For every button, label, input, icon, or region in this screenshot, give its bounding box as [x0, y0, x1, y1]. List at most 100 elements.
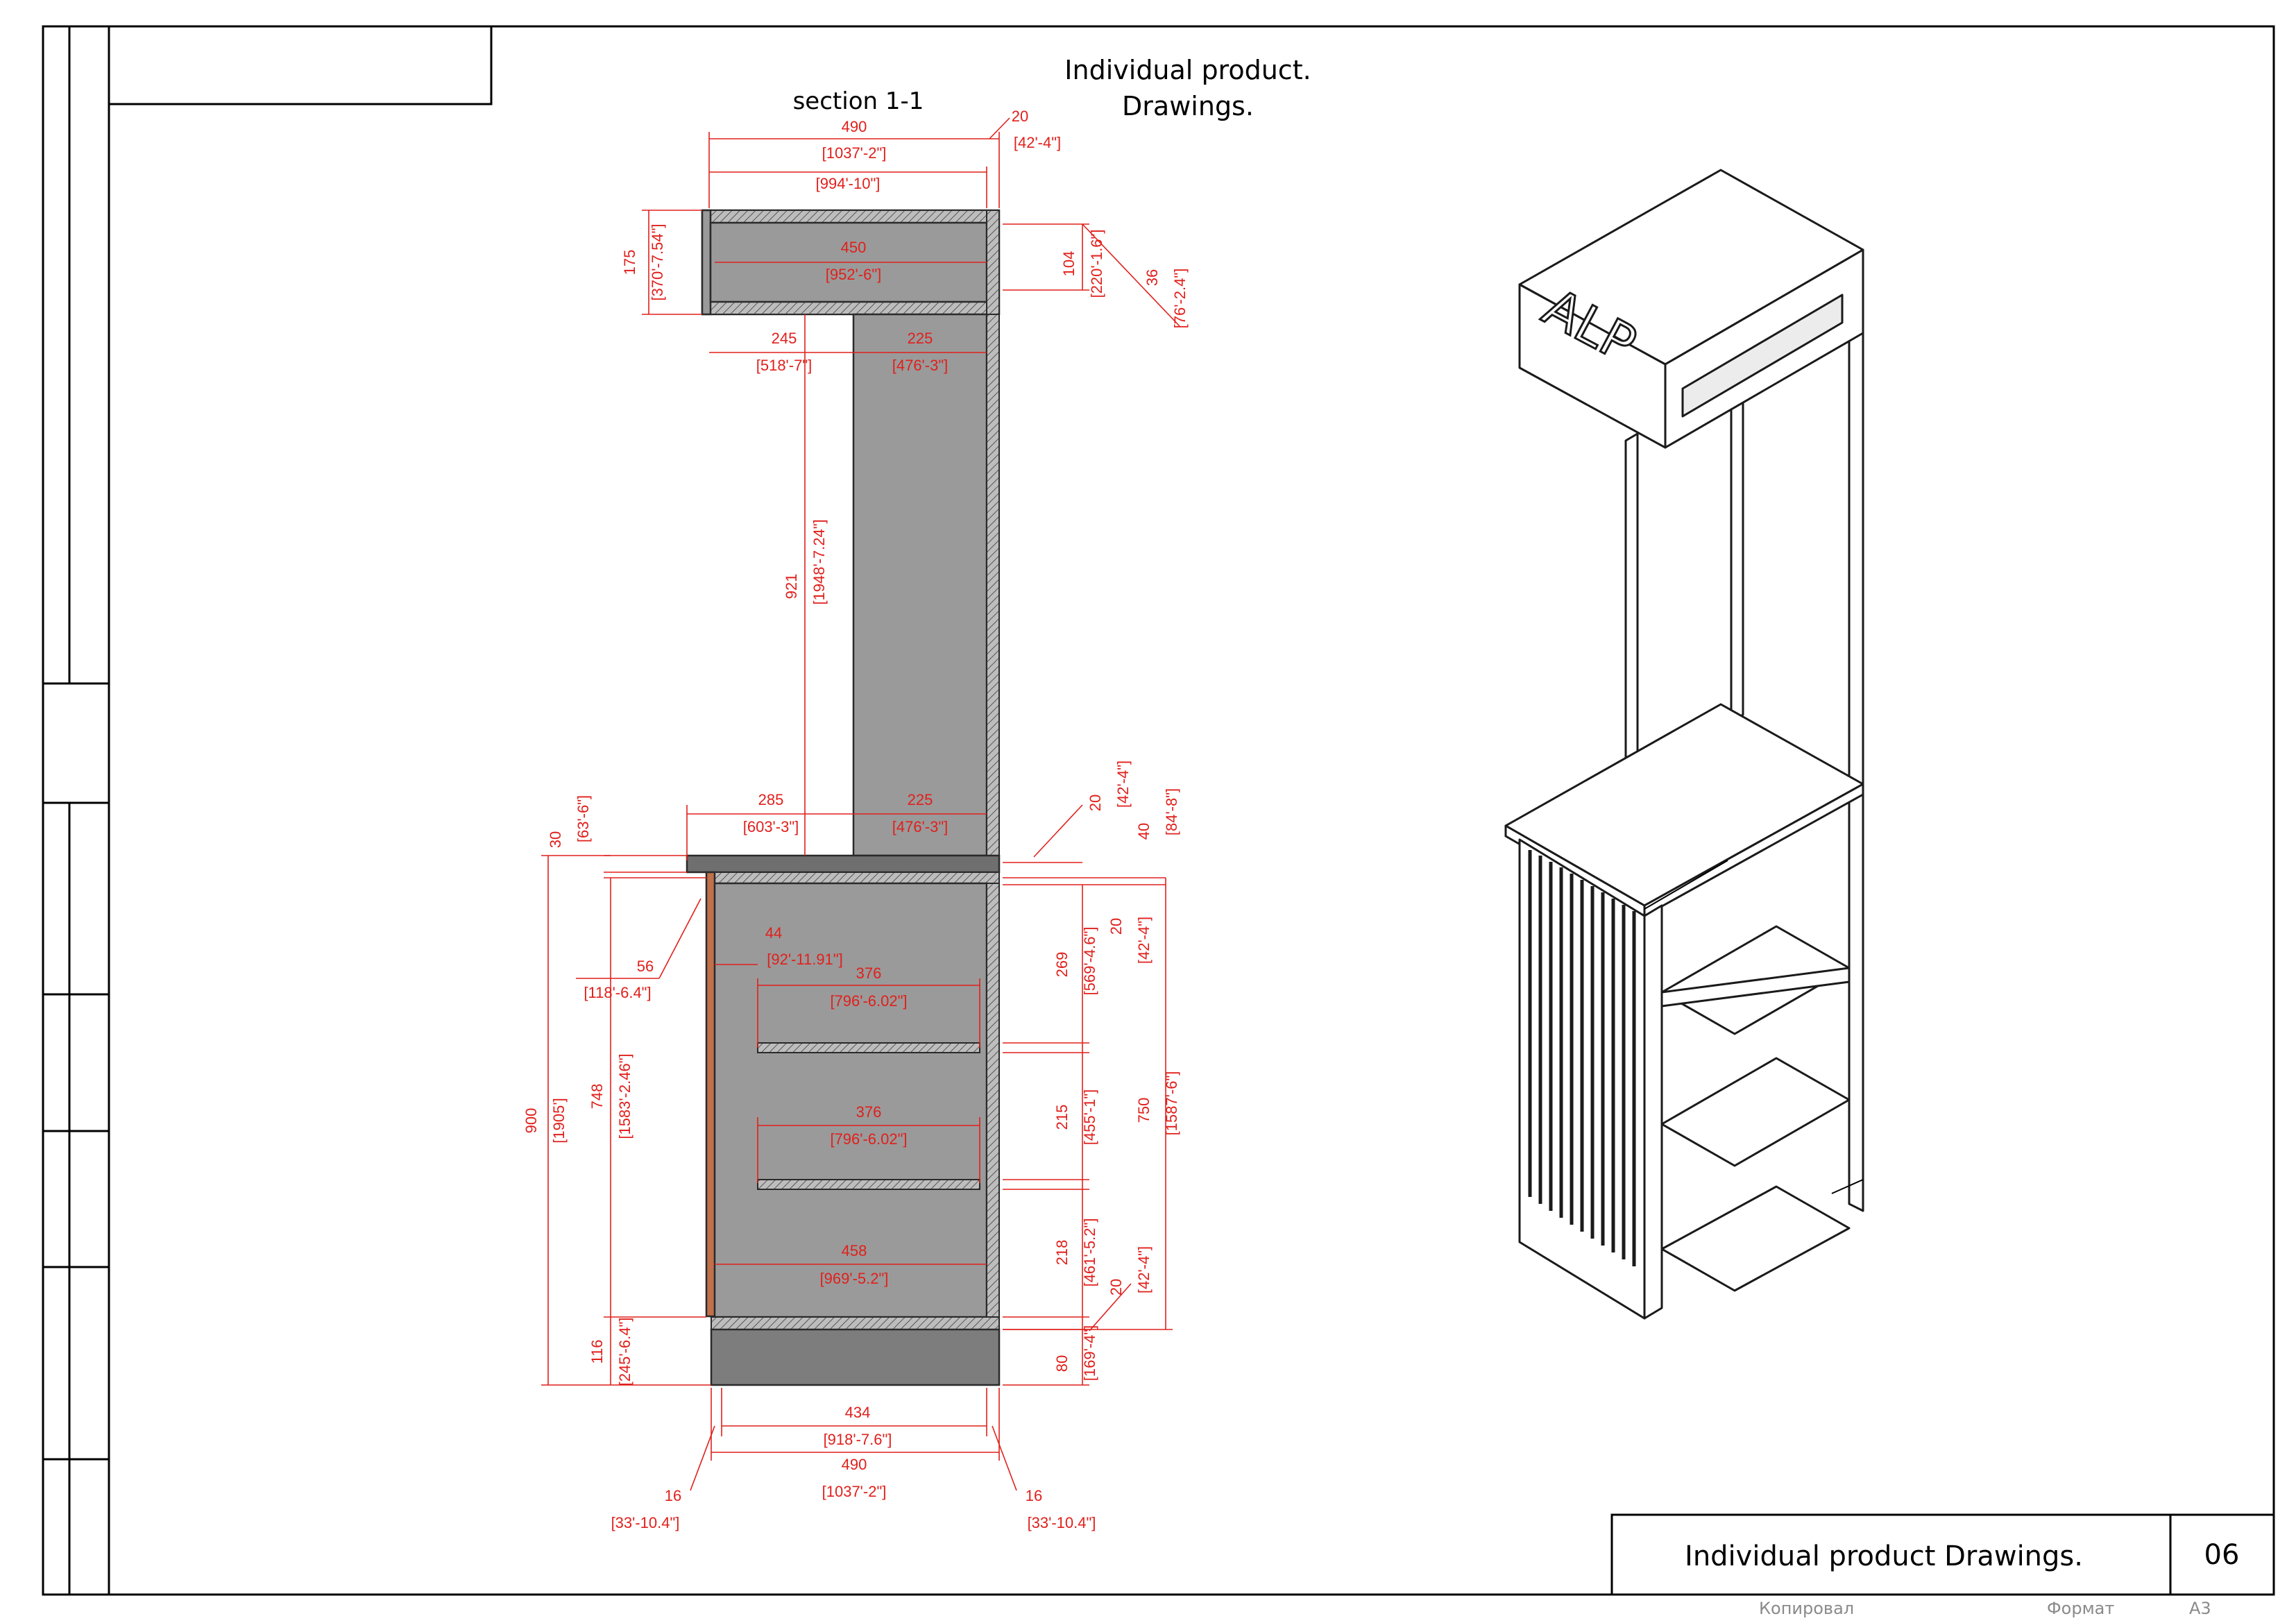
dim-42c: [42'-4"]	[1135, 1246, 1153, 1293]
dim-1948: [1948'-7.24"]	[810, 519, 828, 604]
dim-218: 218	[1053, 1240, 1071, 1266]
dim-750: 750	[1135, 1098, 1153, 1123]
dim-63: [63'-6"]	[575, 795, 592, 842]
dim-376b: 376	[856, 1103, 882, 1121]
dim-44: 44	[765, 924, 782, 942]
dim-1587: [1587'-6"]	[1163, 1071, 1180, 1136]
dim-225b: 225	[908, 791, 933, 808]
iso-slats	[1528, 850, 1636, 1266]
dim-921: 921	[783, 574, 800, 600]
sheet-number: 06	[2204, 1539, 2240, 1571]
footer-format-label: Формат	[2047, 1599, 2114, 1618]
dim-16a: 16	[665, 1487, 681, 1504]
dim-450: 450	[841, 239, 867, 256]
dim-92: [92'-11.91"]	[767, 951, 842, 968]
dim-476b: [476'-3"]	[892, 818, 949, 835]
dim-215: 215	[1053, 1105, 1071, 1130]
dim-118: [118'-6.4"]	[584, 984, 651, 1001]
dim-bottom-490: 490	[842, 1456, 867, 1473]
dim-569: [569'-4.6"]	[1081, 927, 1098, 996]
dim-376a: 376	[856, 965, 882, 982]
counter-top	[686, 854, 1001, 874]
dim-285: 285	[758, 791, 784, 808]
dim-20a: 20	[1087, 794, 1104, 811]
dim-225a: 225	[908, 330, 933, 347]
iso-shelf-3	[1660, 1185, 1851, 1292]
dim-603: [603'-3"]	[743, 818, 799, 835]
dim-1905: [1905']	[550, 1098, 568, 1143]
dim-42b: [42'-4"]	[1135, 917, 1153, 964]
dim-33b: [33'-10.4"]	[1028, 1514, 1096, 1531]
iso-post-back	[1848, 248, 1864, 1212]
counter-underboard	[707, 872, 1000, 884]
footer-format-value: А3	[2189, 1599, 2211, 1618]
dim-969: [969'-5.2"]	[820, 1270, 889, 1287]
dim-20b: 20	[1107, 918, 1125, 935]
section-drawing	[686, 209, 1001, 1386]
dim-42a: [42'-4"]	[1114, 760, 1132, 808]
lower-cabinet	[710, 882, 988, 1318]
dim-245: 245	[772, 330, 797, 347]
dim-top-490: 490	[842, 118, 867, 135]
dim-269: 269	[1053, 952, 1071, 978]
footer-copied-label: Копировал	[1759, 1599, 1854, 1618]
drawing-title-line1: Individual product.	[1064, 55, 1311, 85]
dim-116: 116	[588, 1339, 606, 1363]
drawing-title-line2: Drawings.	[1122, 91, 1254, 121]
column-back	[986, 314, 1000, 856]
dim-220: [220'-1.6"]	[1088, 230, 1105, 298]
dim-518: [518'-7"]	[756, 357, 813, 374]
section-label: section 1-1	[793, 87, 924, 115]
dim-16b: 16	[1026, 1487, 1042, 1504]
dim-104: 104	[1060, 251, 1078, 277]
iso-post-mid	[1730, 394, 1744, 723]
top-box-bottom-board	[708, 301, 987, 315]
isometric-view: ALP	[1504, 169, 1864, 1320]
dim-20c: 20	[1107, 1279, 1125, 1295]
dim-461: [461'-5.2"]	[1081, 1218, 1098, 1287]
dim-169: [169'-4"]	[1081, 1325, 1098, 1382]
bottom-board	[711, 1316, 1000, 1330]
top-box-front	[701, 209, 712, 316]
dim-796b: [796'-6.02"]	[830, 1130, 907, 1148]
dim-455: [455'-1"]	[1081, 1089, 1098, 1146]
front-slats	[705, 871, 716, 1318]
dim-748: 748	[588, 1084, 606, 1110]
dim-175: 175	[621, 250, 638, 275]
dim-900: 900	[522, 1108, 540, 1134]
dim-36: 36	[1143, 269, 1161, 286]
dim-40: 40	[1135, 823, 1153, 840]
shelf-1	[757, 1042, 980, 1053]
dim-33a: [33'-10.4"]	[611, 1514, 680, 1531]
top-box-top-board	[708, 210, 1000, 223]
shelf-2	[757, 1179, 980, 1190]
sheet-frame	[42, 25, 2275, 1596]
dim-370: [370'-7.54"]	[649, 223, 666, 300]
dim-80: 80	[1053, 1355, 1071, 1372]
title-block-name: Individual product Drawings.	[1685, 1540, 2083, 1572]
column-panel	[852, 313, 988, 857]
dim-30: 30	[547, 831, 564, 848]
dimension-lines	[541, 117, 1180, 1491]
dim-476a: [476'-3"]	[892, 357, 949, 374]
dim-796a: [796'-6.02"]	[830, 992, 907, 1010]
dim-top-20: 20	[1012, 108, 1028, 125]
lower-back	[986, 883, 1000, 1385]
title-block	[1610, 1513, 2275, 1596]
iso-shelf-2	[1660, 1057, 1851, 1167]
top-box-back	[986, 210, 1000, 315]
plinth	[710, 1328, 1001, 1386]
dim-bottom-1037: [1037'-2"]	[822, 1483, 887, 1500]
dim-56: 56	[637, 958, 654, 975]
dim-top-1037: [1037'-2"]	[822, 144, 887, 162]
dim-918: [918'-7.6"]	[824, 1431, 892, 1448]
dim-245b: [245'-6.4"]	[616, 1318, 633, 1386]
iso-post-front	[1624, 432, 1639, 765]
dim-top-42: [42'-4"]	[1014, 134, 1061, 151]
dim-76: [76'-2.4"]	[1171, 269, 1189, 329]
dim-434: 434	[845, 1404, 871, 1421]
dim-1583: [1583'-2.46"]	[616, 1053, 633, 1139]
dim-84: [84'-8"]	[1163, 788, 1180, 835]
dim-top-994: [994'-10"]	[816, 175, 881, 192]
